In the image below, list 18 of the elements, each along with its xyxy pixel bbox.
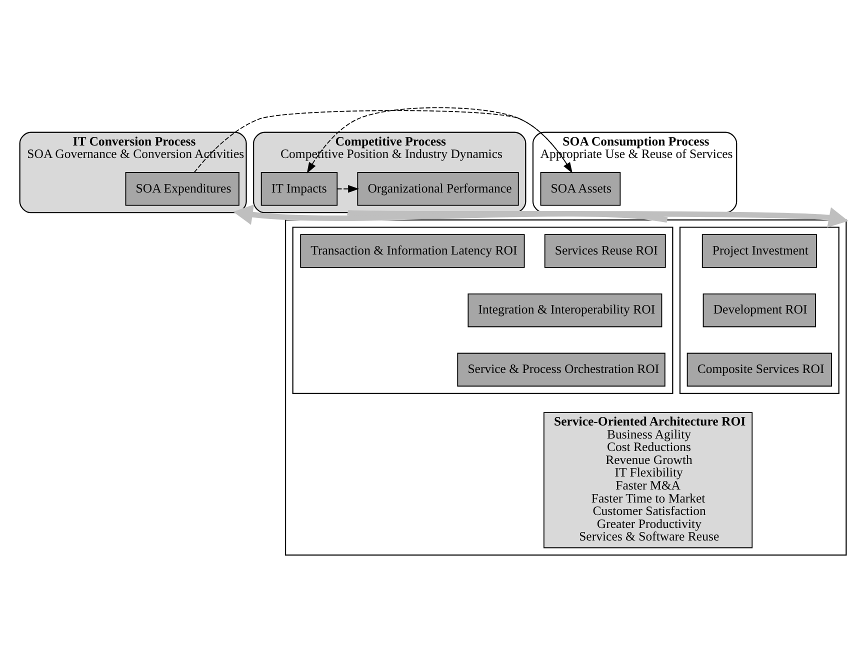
cluster xyxy=(292,226,674,394)
node-box: Service-Oriented Architecture ROI Business Agility Cost Reductions Revenue Growth IT Flexibility Faster M&A Faster Time to Market Customer Satisfaction Greater Productivity Services & Software Reuse xyxy=(543,412,753,548)
node-box: Integration & Interoperability ROI xyxy=(468,293,662,328)
node-box: Organizational Performance xyxy=(357,172,519,206)
cluster xyxy=(679,226,840,394)
arrow xyxy=(233,204,668,225)
arrow xyxy=(347,207,848,228)
node-box: Transaction & Information Latency ROI xyxy=(300,234,525,268)
node-box: Project Investment xyxy=(702,234,817,268)
arrow xyxy=(336,185,360,193)
node-box: IT Impacts xyxy=(260,172,338,206)
node-box: Composite Services ROI xyxy=(686,352,832,387)
node-box: SOA Assets xyxy=(540,172,621,206)
node-box: Services Reuse ROI xyxy=(544,234,666,268)
node-box: Service & Process Orchestration ROI xyxy=(457,352,666,387)
node-box: SOA Expenditures xyxy=(125,172,240,206)
node-box: Development ROI xyxy=(702,293,816,328)
cluster xyxy=(284,219,847,556)
